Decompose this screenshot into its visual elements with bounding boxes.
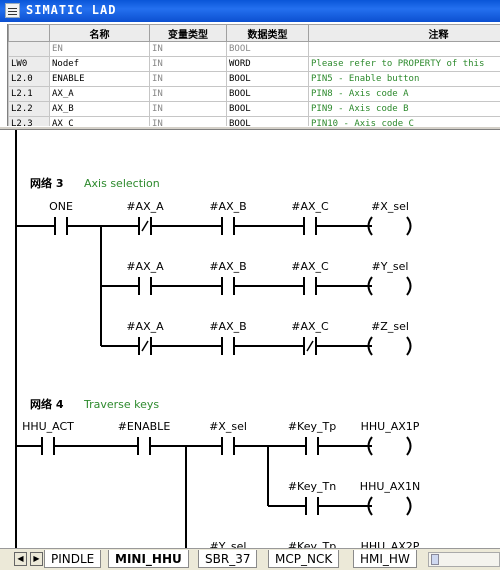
row-var-type[interactable]: IN	[149, 71, 227, 87]
contact-label[interactable]: ONE	[49, 200, 73, 213]
coil-left-arc[interactable]	[367, 436, 373, 456]
column-header-comment[interactable]: 注释	[308, 24, 500, 42]
splitter-bar[interactable]	[0, 126, 500, 130]
network-3-title[interactable]: Axis selection	[84, 177, 160, 190]
horizontal-scrollbar[interactable]	[428, 552, 500, 567]
contact-label[interactable]: #AX_B	[209, 200, 246, 213]
contact-label[interactable]: HHU_ACT	[22, 420, 74, 433]
network-4-label[interactable]: 网络 4	[30, 397, 64, 411]
row-address[interactable]: LW0	[8, 56, 50, 72]
coil-left-arc[interactable]	[367, 336, 373, 356]
row-address[interactable]: L2.0	[8, 71, 50, 87]
coil-right-arc[interactable]	[406, 496, 412, 516]
tab-hmi-hw[interactable]: HMI_HW	[353, 550, 417, 568]
contact-negation-slash[interactable]	[306, 340, 314, 352]
row-var-type[interactable]: IN	[149, 41, 227, 57]
row-address[interactable]: L2.3	[8, 116, 50, 128]
window-title: SIMATIC LAD	[26, 3, 117, 17]
network-3-label[interactable]: 网络 3	[30, 176, 63, 190]
row-address[interactable]: L2.1	[8, 86, 50, 102]
row-data-type[interactable]: WORD	[226, 56, 309, 72]
coil-right-arc[interactable]	[406, 336, 412, 356]
contact-label[interactable]: #X_sel	[209, 420, 247, 433]
row-name[interactable]: Nodef	[49, 56, 150, 72]
row-address[interactable]: L2.2	[8, 101, 50, 117]
contact-negation-slash[interactable]	[141, 220, 149, 232]
row-comment[interactable]: Please refer to PROPERTY of this	[308, 56, 500, 72]
contact-label[interactable]: #AX_A	[126, 320, 164, 333]
coil-right-arc[interactable]	[406, 216, 412, 236]
coil-label[interactable]: HHU_AX1N	[360, 480, 420, 493]
row-comment[interactable]	[308, 41, 500, 57]
coil-left-arc[interactable]	[367, 216, 373, 236]
row-var-type[interactable]: IN	[149, 56, 227, 72]
row-data-type[interactable]: BOOL	[226, 41, 309, 57]
contact-label[interactable]: #Y_sel	[210, 540, 247, 548]
row-var-type[interactable]: IN	[149, 86, 227, 102]
app-icon	[5, 3, 20, 18]
row-var-type[interactable]: IN	[149, 101, 227, 117]
tab-pindle[interactable]: PINDLE	[44, 550, 102, 568]
coil-label[interactable]: #Z_sel	[371, 320, 409, 333]
row-address[interactable]	[8, 41, 50, 57]
tab-next-button[interactable]: ▶	[30, 552, 43, 566]
row-name[interactable]: AX_A	[49, 86, 150, 102]
row-name[interactable]: EN	[49, 41, 150, 57]
row-comment[interactable]: PIN10 - Axis code C	[308, 116, 500, 128]
contact-label[interactable]: #AX_C	[291, 320, 329, 333]
coil-label[interactable]: HHU_AX1P	[361, 420, 420, 433]
row-name[interactable]: ENABLE	[49, 71, 150, 87]
row-data-type[interactable]: BOOL	[226, 101, 309, 117]
row-data-type[interactable]: BOOL	[226, 86, 309, 102]
coil-label[interactable]: HHU_AX2P	[361, 540, 420, 548]
contact-label[interactable]: #Key_Tp	[288, 420, 336, 433]
tab-mini-hhu[interactable]: MINI_HHU	[108, 550, 189, 568]
row-name[interactable]: AX_B	[49, 101, 150, 117]
tab-sbr-37[interactable]: SBR_37	[198, 550, 258, 568]
contact-label[interactable]: #AX_C	[291, 200, 329, 213]
coil-label[interactable]: #Y_sel	[372, 260, 409, 273]
contact-label[interactable]: #AX_A	[126, 260, 164, 273]
program-tab-bar: ◀ ▶ PINDLE MINI_HHU SBR_37 MCP_NCK HMI_H…	[0, 548, 500, 570]
coil-left-arc[interactable]	[367, 496, 373, 516]
table-header-row: 名称 变量类型 数据类型 注释	[8, 24, 500, 42]
title-bar: SIMATIC LAD	[0, 0, 500, 22]
contact-label[interactable]: #Key_Tp	[288, 540, 336, 548]
row-comment[interactable]: PIN9 - Axis code B	[308, 101, 500, 117]
contact-label[interactable]: #AX_C	[291, 260, 329, 273]
contact-label[interactable]: #AX_B	[209, 260, 246, 273]
column-header-name[interactable]: 名称	[49, 24, 150, 42]
contact-negation-slash[interactable]	[141, 340, 149, 352]
row-data-type[interactable]: BOOL	[226, 71, 309, 87]
row-comment[interactable]: PIN5 - Enable button	[308, 71, 500, 87]
contact-label[interactable]: #Key_Tn	[288, 480, 336, 493]
contact-label[interactable]: #ENABLE	[118, 420, 171, 433]
coil-right-arc[interactable]	[406, 276, 412, 296]
scrollbar-thumb[interactable]	[431, 554, 439, 565]
column-header-data-type[interactable]: 数据类型	[226, 24, 309, 42]
column-header-var-type[interactable]: 变量类型	[149, 24, 227, 42]
coil-right-arc[interactable]	[406, 436, 412, 456]
coil-left-arc[interactable]	[367, 276, 373, 296]
contact-label[interactable]: #AX_A	[126, 200, 164, 213]
tab-mcp-nck[interactable]: MCP_NCK	[268, 550, 340, 568]
tab-prev-button[interactable]: ◀	[14, 552, 27, 566]
contact-label[interactable]: #AX_B	[209, 320, 246, 333]
row-comment[interactable]: PIN8 - Axis code A	[308, 86, 500, 102]
column-header-address[interactable]	[8, 24, 50, 42]
network-4-title[interactable]: Traverse keys	[83, 398, 159, 411]
coil-label[interactable]: #X_sel	[371, 200, 409, 213]
